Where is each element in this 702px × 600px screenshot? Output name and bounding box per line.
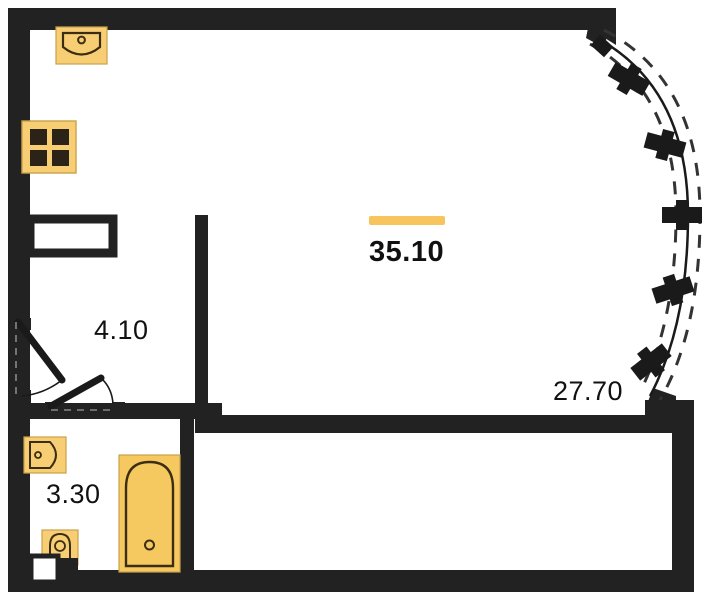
wall-left <box>8 8 30 592</box>
terrace-area-label: 27.70 <box>553 376 624 406</box>
glazing-mullion <box>590 34 614 58</box>
kitchen-sink <box>55 26 108 65</box>
bathroom-washbasin <box>23 436 67 474</box>
glazing-mullion <box>607 62 651 96</box>
living-area-label: 35.10 <box>369 236 445 268</box>
bathtub-drain-icon <box>144 539 155 551</box>
kitchen-sink-drain-icon <box>77 35 86 45</box>
bathroom-door-jamb-right <box>112 402 125 418</box>
bathroom-door <box>45 374 125 418</box>
wall-living-bottom <box>195 415 675 433</box>
bathroom-bathtub <box>118 454 181 573</box>
cooktop-burner-icon <box>52 129 69 145</box>
glazing-mullion <box>651 273 695 307</box>
wall-partition-vertical <box>195 215 208 415</box>
wall-structure <box>8 8 694 592</box>
toilet-seat-icon <box>54 540 66 552</box>
wall-hallway-horizontal <box>30 403 222 419</box>
glazing-mullion <box>630 343 672 381</box>
cooktop-burner-icon <box>30 129 47 145</box>
entrance-door <box>14 318 66 403</box>
glazing-mullion <box>643 128 687 162</box>
kitchen-closet-niche <box>25 214 118 258</box>
entrance-door-leaf <box>14 318 66 384</box>
curved-panoramic-glazing <box>589 28 702 401</box>
living-area-accent-bar <box>369 216 445 225</box>
bathroom-area-label: 3.30 <box>46 479 101 509</box>
wall-top <box>8 8 592 30</box>
hallway-area-label: 4.10 <box>94 315 149 345</box>
washbasin-bowl <box>29 441 57 469</box>
utility-shaft-outline <box>28 553 61 585</box>
kitchen-cooktop <box>21 120 77 174</box>
bathtub-basin <box>124 460 175 568</box>
cooktop-burner-icon <box>30 150 47 166</box>
washbasin-drain-icon <box>34 451 42 459</box>
bathroom-door-leaf <box>47 374 105 410</box>
wall-right <box>672 400 694 592</box>
entrance-door-swing-arc <box>21 379 63 397</box>
utility-shaft <box>28 553 61 585</box>
bathroom-door-swing-arc <box>100 377 114 405</box>
cooktop-burner-icon <box>52 150 69 166</box>
wall-curve-start-block <box>586 8 614 48</box>
glazing-mullion <box>662 200 702 230</box>
closet-niche-outline <box>25 214 118 258</box>
wall-bathroom-right <box>180 419 194 572</box>
wall-bottom <box>8 570 694 592</box>
